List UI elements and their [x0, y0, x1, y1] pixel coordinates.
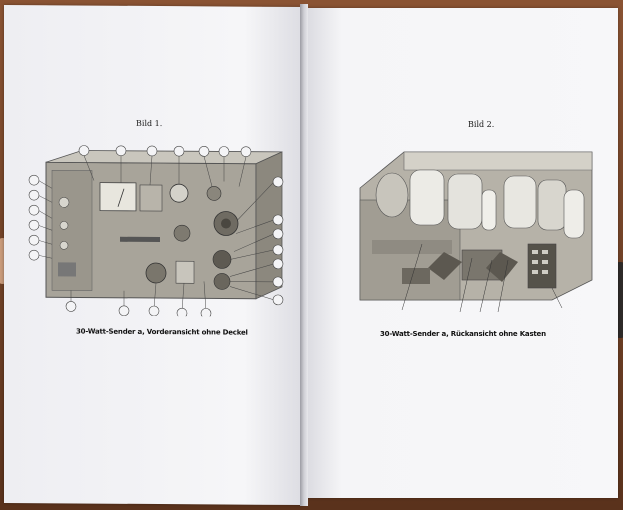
right-page: Bild 2. — [304, 8, 618, 498]
transmitter-front-illustration — [28, 145, 284, 317]
left-figure-title: Bild 1. — [136, 118, 163, 129]
transmitter-rear-illustration — [359, 151, 593, 313]
book-gutter — [300, 4, 308, 506]
left-page: Bild 1. — [4, 4, 304, 506]
right-figure-title: Bild 2. — [468, 120, 495, 129]
right-figure-caption: 30-Watt-Sender a, Rückansicht ohne Kaste… — [380, 330, 546, 338]
left-figure-caption: 30-Watt-Sender a, Vorderansicht ohne Dec… — [76, 327, 248, 337]
